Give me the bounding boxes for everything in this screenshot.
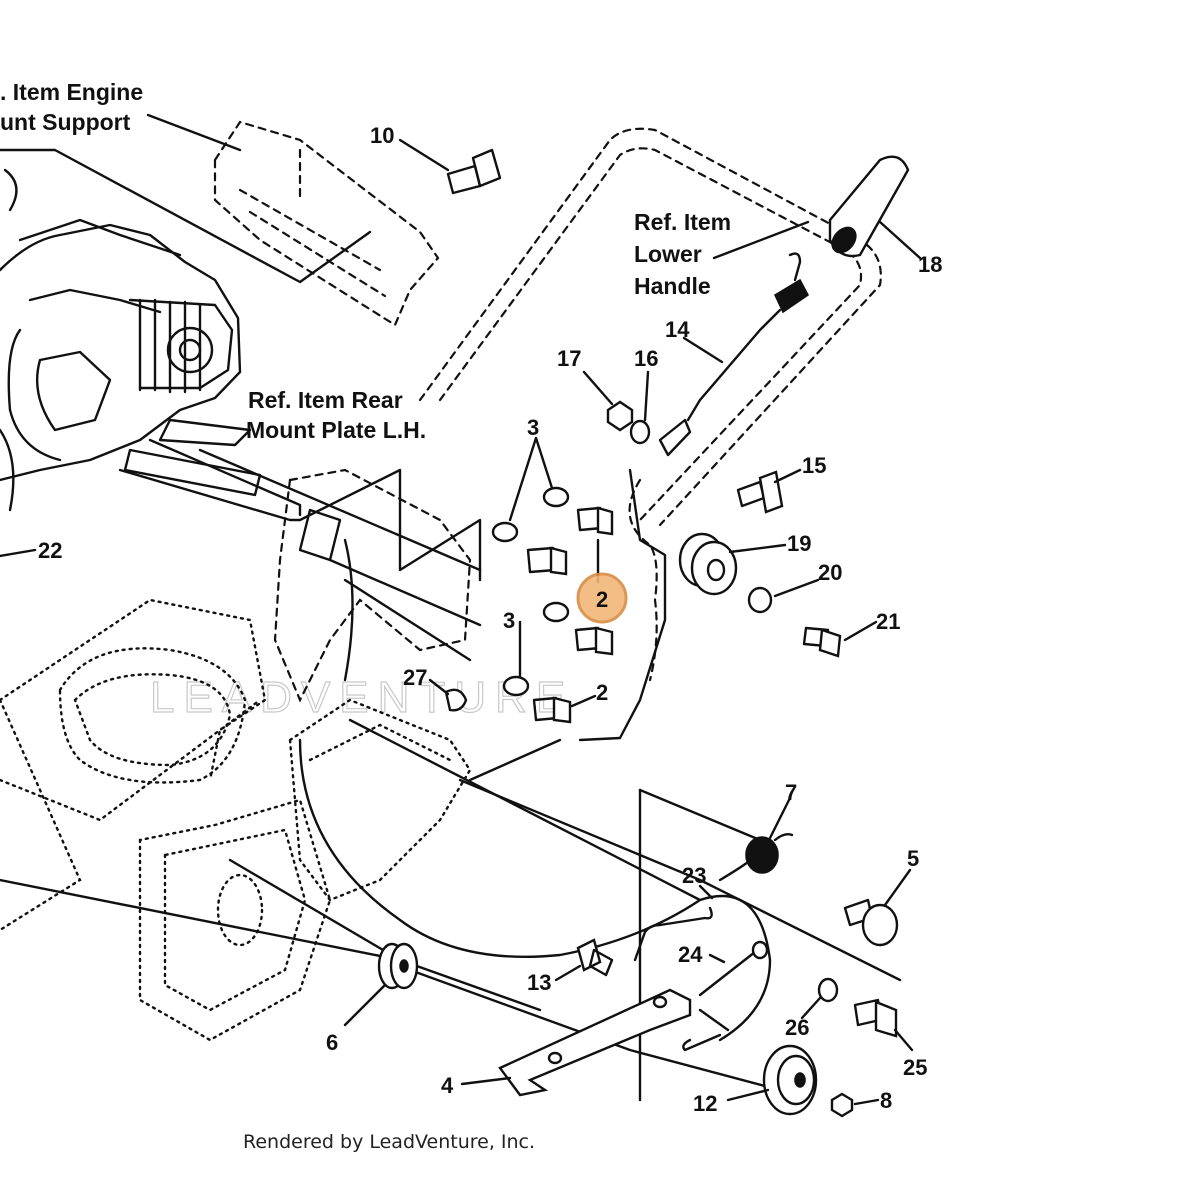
callout-21[interactable]: 21 [876, 609, 900, 634]
tine-housing-frame [0, 598, 472, 1042]
callout-highlight[interactable] [576, 572, 628, 624]
bolt-13 [576, 938, 614, 977]
footer-credit: Rendered by LeadVenture, Inc. [243, 1131, 536, 1153]
ref-lower-handle-line1: Ref. Item [634, 209, 731, 235]
rod-24 [698, 940, 769, 997]
ref-engine-mount-line1: . Item Engine [0, 79, 143, 105]
pin-27 [444, 688, 468, 712]
callout-12[interactable]: 12 [693, 1091, 717, 1116]
bolts-2 [526, 506, 614, 724]
callout-7[interactable]: 7 [785, 780, 797, 805]
handle-grip-18 [828, 155, 910, 258]
callout-13[interactable]: 13 [527, 970, 551, 995]
watermark: LEADVENTURE [150, 673, 574, 722]
ref-lower-handle-line3: Handle [634, 273, 711, 299]
control-cable-14 [658, 252, 810, 457]
bracket-4 [498, 988, 692, 1097]
callout-3-upper[interactable]: 3 [527, 415, 539, 440]
ref-engine-mount-line2: unt Support [0, 109, 131, 135]
callout-14[interactable]: 14 [665, 317, 690, 342]
callout-2-highlighted[interactable]: 2 [596, 587, 608, 612]
engine-mount-support [0, 120, 440, 327]
rear-mount-plate [273, 468, 472, 703]
callout-24[interactable]: 24 [678, 942, 703, 967]
callout-20[interactable]: 20 [818, 560, 842, 585]
drive-shaft [118, 438, 482, 662]
callout-27[interactable]: 27 [403, 665, 427, 690]
callout-18[interactable]: 18 [918, 252, 942, 277]
pulley-12 [762, 1044, 818, 1116]
rod-23 [633, 906, 713, 962]
callout-22[interactable]: 22 [38, 538, 62, 563]
bolt-15 [736, 470, 784, 514]
callout-3-lower[interactable]: 3 [503, 608, 515, 633]
bushing-19 [678, 532, 738, 596]
linkage-lines [0, 718, 902, 1102]
callout-6[interactable]: 6 [326, 1030, 338, 1055]
callout-8[interactable]: 8 [880, 1088, 892, 1113]
callout-10[interactable]: 10 [370, 123, 394, 148]
callout-5[interactable]: 5 [907, 846, 919, 871]
callout-2-lower[interactable]: 2 [596, 680, 608, 705]
spring-7 [718, 832, 794, 882]
callout-15[interactable]: 15 [802, 453, 826, 478]
callout-23[interactable]: 23 [682, 863, 706, 888]
washers-3 [491, 486, 570, 697]
bolt-25 [853, 998, 898, 1038]
nut-8 [830, 1092, 854, 1118]
callout-25[interactable]: 25 [903, 1055, 927, 1080]
engine-assembly [0, 168, 262, 512]
callout-4[interactable]: 4 [441, 1073, 454, 1098]
washer-26 [817, 977, 839, 1003]
ref-rear-mount-line2: Mount Plate L.H. [246, 417, 426, 443]
callout-16[interactable]: 16 [634, 346, 658, 371]
bolt-21 [802, 626, 842, 658]
roller-6 [377, 942, 419, 990]
leader-lines [0, 113, 922, 1106]
ref-lower-handle-line2: Lower [634, 241, 702, 267]
callout-19[interactable]: 19 [787, 531, 811, 556]
washer-20 [747, 586, 773, 614]
callout-17[interactable]: 17 [557, 346, 581, 371]
knob-5 [843, 898, 899, 947]
callout-26[interactable]: 26 [785, 1015, 809, 1040]
nut-17 [606, 400, 634, 432]
ref-rear-mount-line1: Ref. Item Rear [248, 387, 403, 413]
bolt-10 [446, 148, 502, 195]
washer-16 [629, 419, 651, 445]
lower-handle [418, 127, 882, 742]
